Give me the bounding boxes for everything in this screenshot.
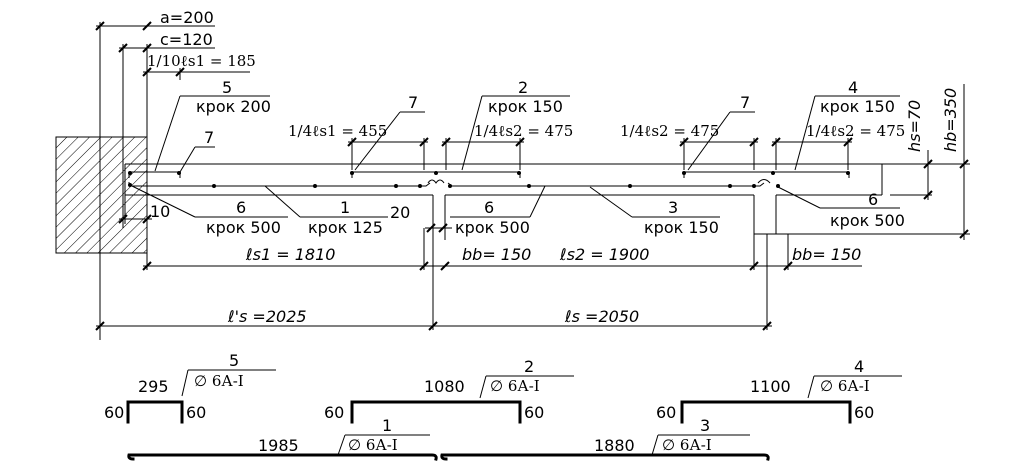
callout-step: крок 125 [308, 218, 383, 237]
dim-quarter-ls2-a: 1/4ℓs2 = 475 [474, 122, 573, 140]
dim-bb-2: bb= 150 [792, 245, 861, 264]
dim-c: c=120 [160, 30, 213, 49]
callout-number: 7 [204, 128, 214, 147]
bar-1-spec: ∅ 6А-I [348, 436, 398, 454]
callout-number: 7 [408, 93, 418, 112]
dim-ls: ℓs =2050 [564, 307, 639, 326]
bar-5-leg-left: 60 [104, 403, 124, 422]
bar-4-length: 1100 [750, 377, 791, 396]
callout-step: крок 500 [455, 218, 530, 237]
dim-quarter-ls1: 1/4ℓs1 = 455 [288, 122, 387, 140]
dim-twenty: 20 [390, 203, 410, 222]
callout-step: крок 150 [644, 218, 719, 237]
bar-1-length: 1985 [258, 436, 299, 455]
bar-2-leg-right: 60 [524, 403, 544, 422]
dimension-labels: a=200 c=120 1/10ℓs1 = 185 1/4ℓs1 = 455 1… [147, 8, 960, 326]
bar-5-leg-right: 60 [186, 403, 206, 422]
bar-5-spec: ∅ 6А-I [194, 372, 244, 390]
bar-3-spec: ∅ 6А-I [662, 436, 712, 454]
callout-step: крок 150 [488, 97, 563, 116]
callout-number: 6 [484, 198, 494, 217]
bar-4-number: 4 [854, 357, 864, 376]
dim-ls1-clear: ℓs1 = 1810 [245, 245, 335, 264]
dim-quarter-ls2-b: 1/4ℓs2 = 475 [620, 122, 719, 140]
dim-ten: 10 [150, 202, 170, 221]
bar-5-number: 5 [229, 351, 239, 370]
bar-4-leg-left: 60 [656, 403, 676, 422]
bar-2-spec: ∅ 6А-I [490, 377, 540, 395]
callout-step: крок 200 [196, 97, 271, 116]
callout-number: 3 [668, 198, 678, 217]
callout-number: 1 [340, 198, 350, 217]
callout-number: 6 [868, 190, 878, 209]
slab-outline [124, 163, 883, 240]
dimension-lines [95, 21, 970, 340]
bar-schedule: 295 60 60 5 ∅ 6А-I 1080 60 60 2 ∅ 6А-I 1… [104, 351, 902, 461]
bar-3-length: 1880 [594, 436, 635, 455]
callout-step: крок 150 [820, 97, 895, 116]
callout-number: 7 [740, 93, 750, 112]
bar-2-length: 1080 [424, 377, 465, 396]
longitudinal-bars-6 [128, 171, 850, 188]
bar-2-leg-left: 60 [324, 403, 344, 422]
callout-number: 5 [222, 78, 232, 97]
callout-number: 6 [236, 198, 246, 217]
dim-bb-1: bb= 150 [462, 245, 531, 264]
callout-number: 4 [848, 78, 858, 97]
dim-a: a=200 [160, 8, 214, 27]
callout-number: 2 [518, 78, 528, 97]
bar-1-number: 1 [382, 416, 392, 435]
bar-4-leg-right: 60 [854, 403, 874, 422]
dim-frac-ls1: 1/10ℓs1 = 185 [147, 52, 256, 70]
callout-labels: 5 крок 200 7 7 2 крок 150 7 4 крок 150 6… [196, 78, 905, 237]
bar-2-number: 2 [524, 357, 534, 376]
bar-4-spec: ∅ 6А-I [820, 377, 870, 395]
slab-reinforcement [128, 171, 850, 187]
dim-ls2: ℓs2 = 1900 [559, 245, 649, 264]
dim-quarter-ls2-c: 1/4ℓs2 = 475 [806, 122, 905, 140]
dim-hs: hs=70 [905, 100, 924, 152]
callout-step: крок 500 [830, 211, 905, 230]
bar-3-number: 3 [700, 416, 710, 435]
bar-5-length: 295 [138, 377, 169, 396]
callout-step: крок 500 [206, 218, 281, 237]
dim-hb: hb=350 [941, 88, 960, 152]
leader-lines [129, 95, 900, 218]
dim-ls-prime: ℓ's =2025 [227, 307, 307, 326]
